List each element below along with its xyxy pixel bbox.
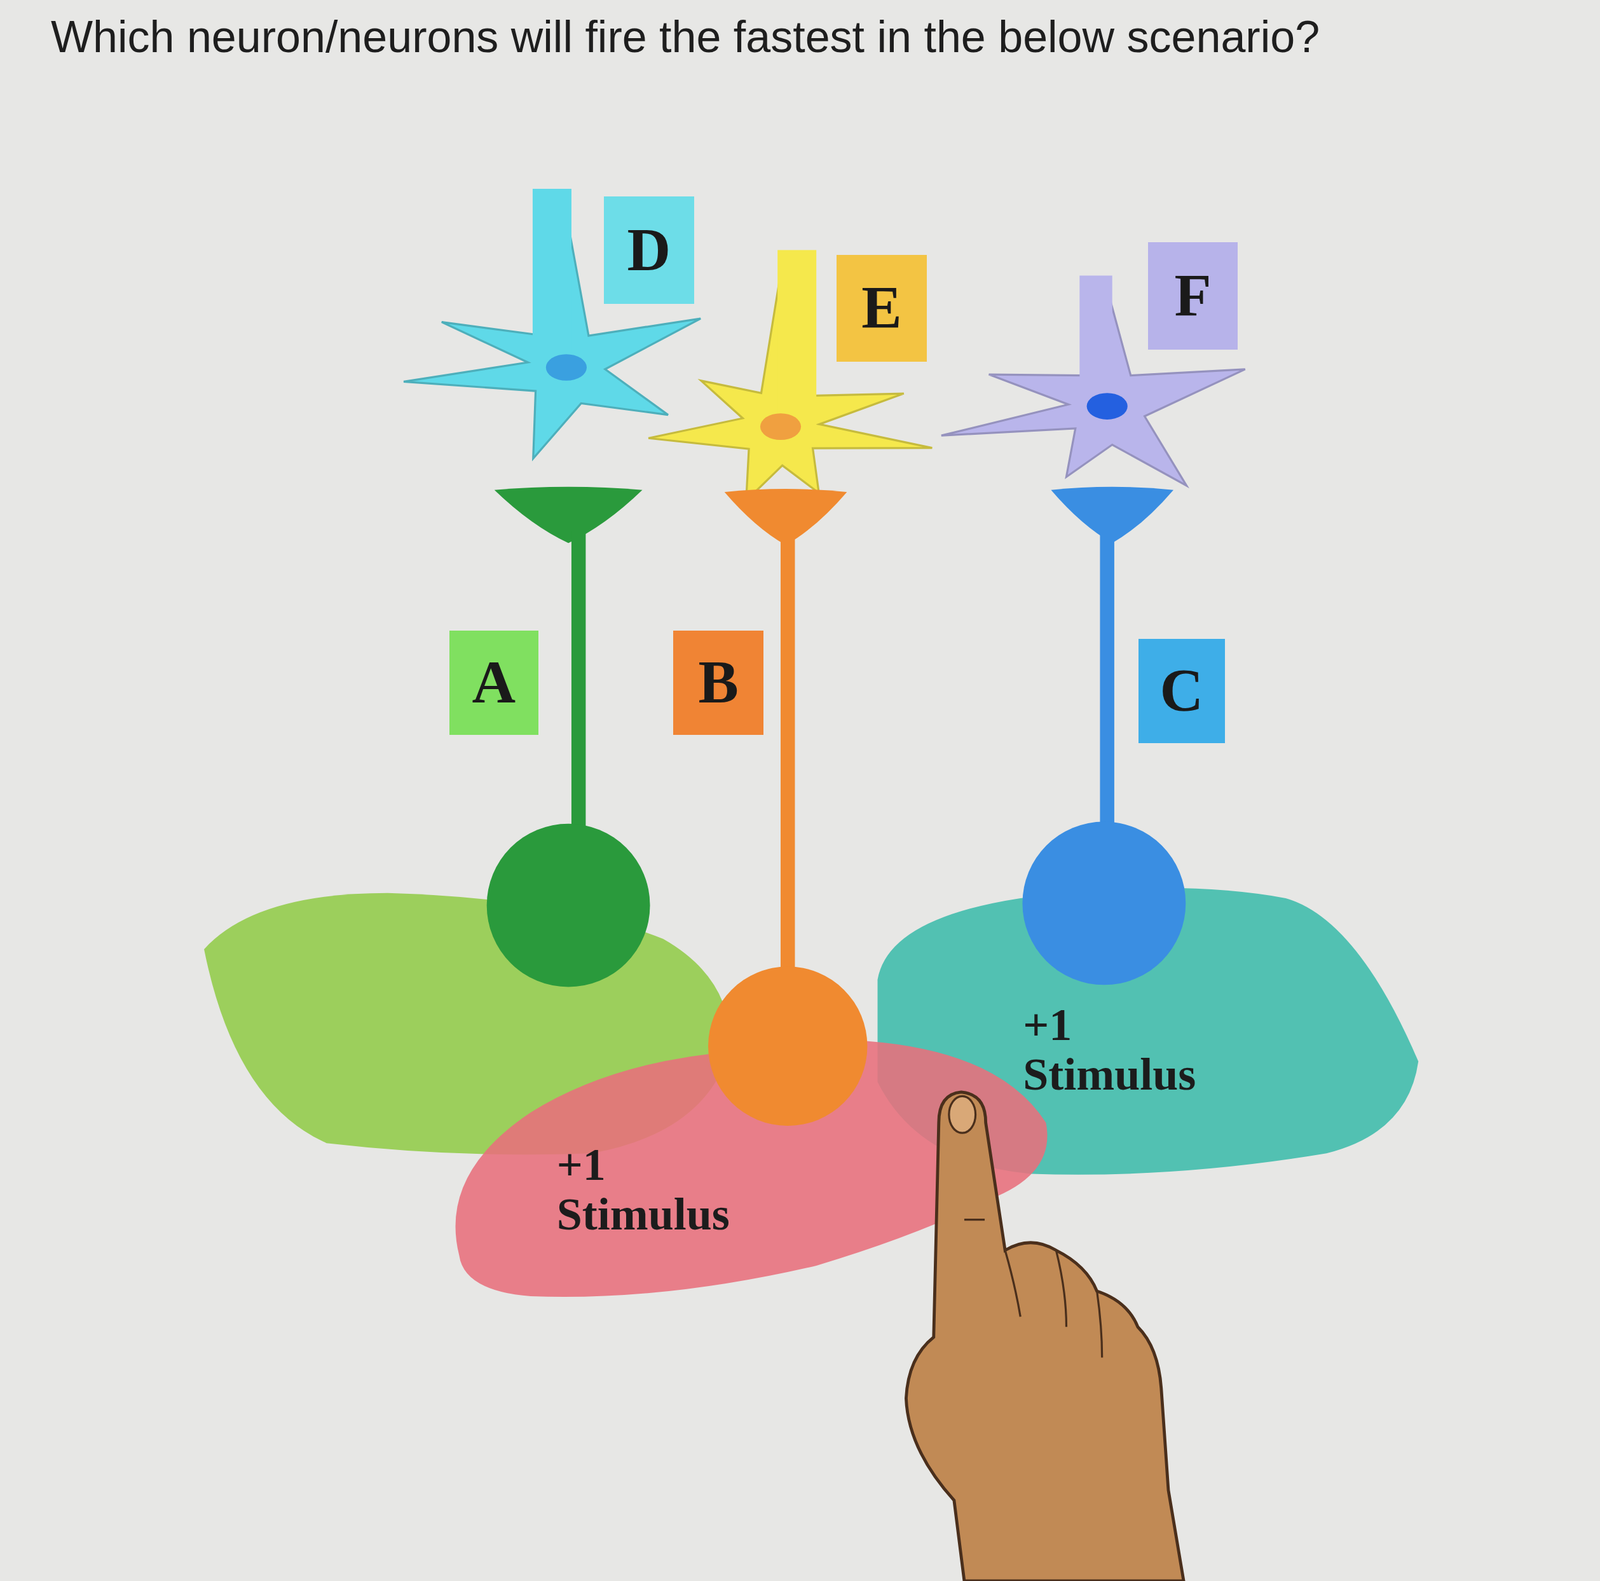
dendrite [777, 249, 817, 427]
dendrite [1079, 275, 1112, 407]
neuron-letter: C [1160, 660, 1204, 721]
hand [905, 1092, 1184, 1581]
neurons [403, 188, 1246, 1126]
nucleus [1087, 392, 1128, 420]
dendrite [532, 188, 572, 368]
neuron-letter: B [697, 652, 739, 713]
pointing-hand [905, 1092, 1184, 1581]
neuron-letter: D [627, 219, 672, 281]
neuron-letter: E [861, 277, 902, 339]
axon [780, 535, 795, 980]
cell-body [486, 823, 651, 988]
stimulus-area: +1 Stimulus [554, 1137, 733, 1243]
title: Which neuron/neurons will fire the faste… [50, 11, 1320, 63]
axon [1099, 530, 1114, 838]
stimulus-label: +1 Stimulus [556, 1140, 730, 1240]
neuron-letter: F [1174, 265, 1211, 327]
axon-neuron [708, 488, 868, 1126]
synapse-terminal [494, 486, 643, 543]
cell-body [708, 966, 868, 1126]
axon-neuron [486, 486, 651, 988]
fingernail [949, 1095, 976, 1133]
label-box: E [836, 254, 927, 363]
star-neuron [403, 188, 701, 459]
cell-body [1022, 821, 1186, 985]
neuron-letter: A [472, 652, 517, 713]
nucleus [760, 413, 801, 440]
axon [571, 530, 586, 848]
label-box: C [1138, 638, 1225, 744]
stimulus-label: +1 Stimulus [1022, 1000, 1196, 1100]
stimulus-area: +1 Stimulus [1020, 998, 1199, 1103]
label-box: A [449, 630, 539, 735]
label-box: F [1148, 242, 1238, 350]
label-box: D [603, 196, 694, 304]
knuckle-lines [964, 1219, 1103, 1358]
nucleus [546, 354, 587, 381]
label-box: B [673, 630, 763, 735]
